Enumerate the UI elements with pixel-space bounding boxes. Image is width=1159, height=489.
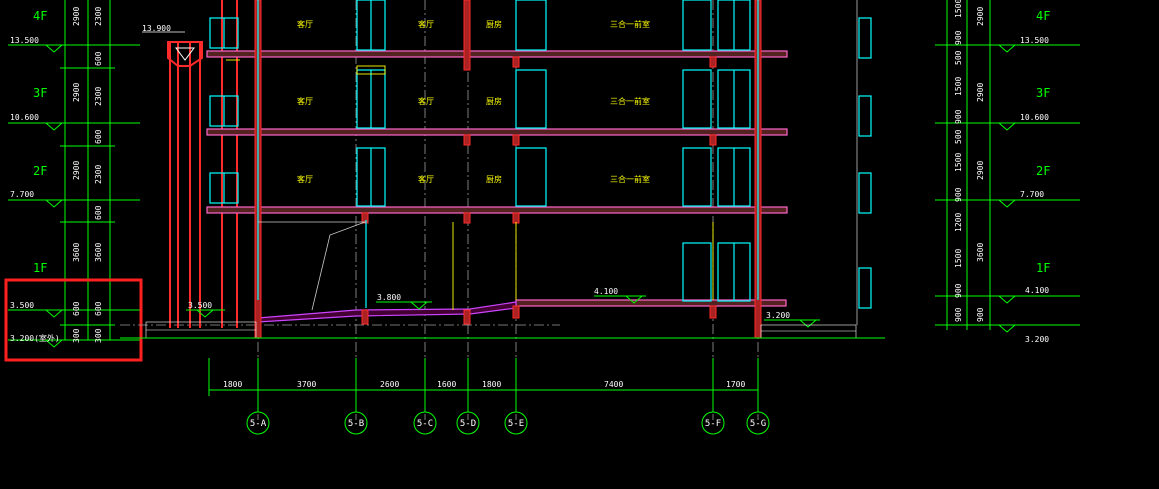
bottom-dim-1: 1800: [223, 380, 242, 389]
left-level-3500: 3.500: [10, 301, 34, 310]
left-dim-col2-7: 3600: [94, 243, 103, 262]
right-floor-label-2f: 2F: [1036, 164, 1050, 178]
room-label-f4-3: 厨房: [486, 19, 502, 29]
right-level-4100: 4.100: [1025, 286, 1049, 295]
bottom-dim-4: 1600: [437, 380, 456, 389]
left-dim-col2-4: 600: [94, 129, 103, 144]
building-section: 13.900: [120, 0, 885, 420]
right-dim-col2-1: 2900: [976, 7, 985, 26]
right-dim-col1-10: 1500: [954, 249, 963, 268]
right-dim-col1-12: 900: [954, 307, 963, 322]
right-dimension-panel: [935, 0, 1080, 333]
axis-label-5b: 5-B: [348, 419, 364, 429]
floor-slabs: [206, 50, 788, 323]
left-floor-label-2f: 2F: [33, 164, 47, 178]
left-dim-600-b: 600: [94, 301, 103, 316]
right-dim-col1-2: 900: [954, 30, 963, 45]
right-dim-col1-9: 1200: [954, 213, 963, 232]
right-dim-col2-5: 900: [976, 307, 985, 322]
left-floor-label-3f: 3F: [33, 86, 47, 100]
room-label-f2-4: 三合一前室: [610, 174, 650, 184]
right-balconies: [858, 17, 872, 309]
left-floor-label-1f: 1F: [33, 261, 47, 275]
left-dim-col2-8: 300: [94, 328, 103, 343]
left-dim-col1-3: 2900: [72, 161, 81, 180]
lobby-ramp: [258, 221, 366, 311]
room-label-f4-2: 客厅: [418, 19, 434, 29]
left-dimension-panel: [8, 0, 140, 348]
interior-lines: [226, 59, 714, 310]
top-level-label: 13.900: [142, 24, 171, 33]
outdoor-level-label: 3.200: [766, 311, 790, 320]
left-dim-col2-1: 2300: [94, 7, 103, 26]
left-level-10600: 10.600: [10, 113, 39, 122]
tower-windows: [209, 17, 239, 204]
right-level-13500: 13.500: [1020, 36, 1049, 45]
right-dim-col1-8: 900: [954, 187, 963, 202]
bottom-dim-2: 3700: [297, 380, 316, 389]
highlight-box: [4, 278, 143, 362]
bottom-dim-6: 7400: [604, 380, 623, 389]
room-label-f3-3: 厨房: [486, 96, 502, 106]
left-dim-col2-2: 600: [94, 51, 103, 66]
room-label-f3-1: 客厅: [297, 96, 313, 106]
axis-label-5c: 5-C: [417, 419, 433, 429]
axis-label-5a: 5-A: [250, 419, 267, 429]
right-dim-col1-11: 900: [954, 283, 963, 298]
left-dim-col1-4: 3600: [72, 243, 81, 262]
right-dim-col2-4: 3600: [976, 243, 985, 262]
room-label-f2-3: 厨房: [486, 174, 502, 184]
right-level-7700: 7.700: [1020, 190, 1044, 199]
right-dim-col1-4: 1500: [954, 77, 963, 96]
bottom-dimension-chain: [208, 358, 770, 435]
right-dim-col2-2: 2900: [976, 83, 985, 102]
right-level-10600: 10.600: [1020, 113, 1049, 122]
right-dim-col1-1: 1500: [954, 0, 963, 18]
room-label-f3-2: 客厅: [418, 96, 434, 106]
axis-label-5d: 5-D: [460, 419, 476, 429]
left-dim-col1-5: 300: [72, 328, 81, 343]
axis-label-5f: 5-F: [705, 419, 721, 429]
left-level-3200-outdoor: 3.200(室外): [10, 333, 60, 343]
left-level-7700: 7.700: [10, 190, 34, 199]
right-dim-col1-3: 500: [954, 50, 963, 65]
right-floor-label-1f: 1F: [1036, 261, 1050, 275]
right-level-3200: 3.200: [1025, 335, 1049, 344]
left-dim-col1-2: 2900: [72, 83, 81, 102]
doors-windows: [257, 0, 759, 308]
left-dim-col2-3: 2300: [94, 87, 103, 106]
lobby-level-label: 3.800: [377, 293, 401, 302]
bottom-dim-3: 2600: [380, 380, 399, 389]
left-dim-col1-1: 2900: [72, 7, 81, 26]
left-dim-col2-6: 600: [94, 205, 103, 220]
left-dim-600-a: 600: [72, 301, 81, 316]
shop-level-label: 4.100: [594, 287, 618, 296]
axis-label-5e: 5-E: [508, 419, 524, 429]
roof-canopy: [167, 41, 203, 67]
right-dim-col1-5: 900: [954, 109, 963, 124]
plan-level-marks: [186, 295, 820, 328]
axis-label-5g: 5-G: [750, 419, 766, 429]
room-label-f2-2: 客厅: [418, 174, 434, 184]
room-label-f4-4: 三合一前室: [610, 19, 650, 29]
left-floor-label-4f: 4F: [33, 9, 47, 23]
right-floor-label-4f: 4F: [1036, 9, 1050, 23]
ground-hatch: [145, 321, 857, 339]
canopy-level-label: 3.500: [188, 301, 212, 310]
left-level-13500: 13.500: [10, 36, 39, 45]
right-dim-col2-3: 2900: [976, 161, 985, 180]
room-label-f2-1: 客厅: [297, 174, 313, 184]
room-label-f4-1: 客厅: [297, 19, 313, 29]
axis-grid-lines: [120, 0, 759, 420]
bottom-dim-7: 1700: [726, 380, 745, 389]
bottom-dim-5: 1800: [482, 380, 501, 389]
room-label-f3-4: 三合一前室: [610, 96, 650, 106]
right-dim-col1-6: 500: [954, 129, 963, 144]
top-level-symbol: [175, 47, 195, 61]
left-dim-col2-5: 2300: [94, 165, 103, 184]
right-dim-col1-7: 1500: [954, 153, 963, 172]
right-floor-label-3f: 3F: [1036, 86, 1050, 100]
